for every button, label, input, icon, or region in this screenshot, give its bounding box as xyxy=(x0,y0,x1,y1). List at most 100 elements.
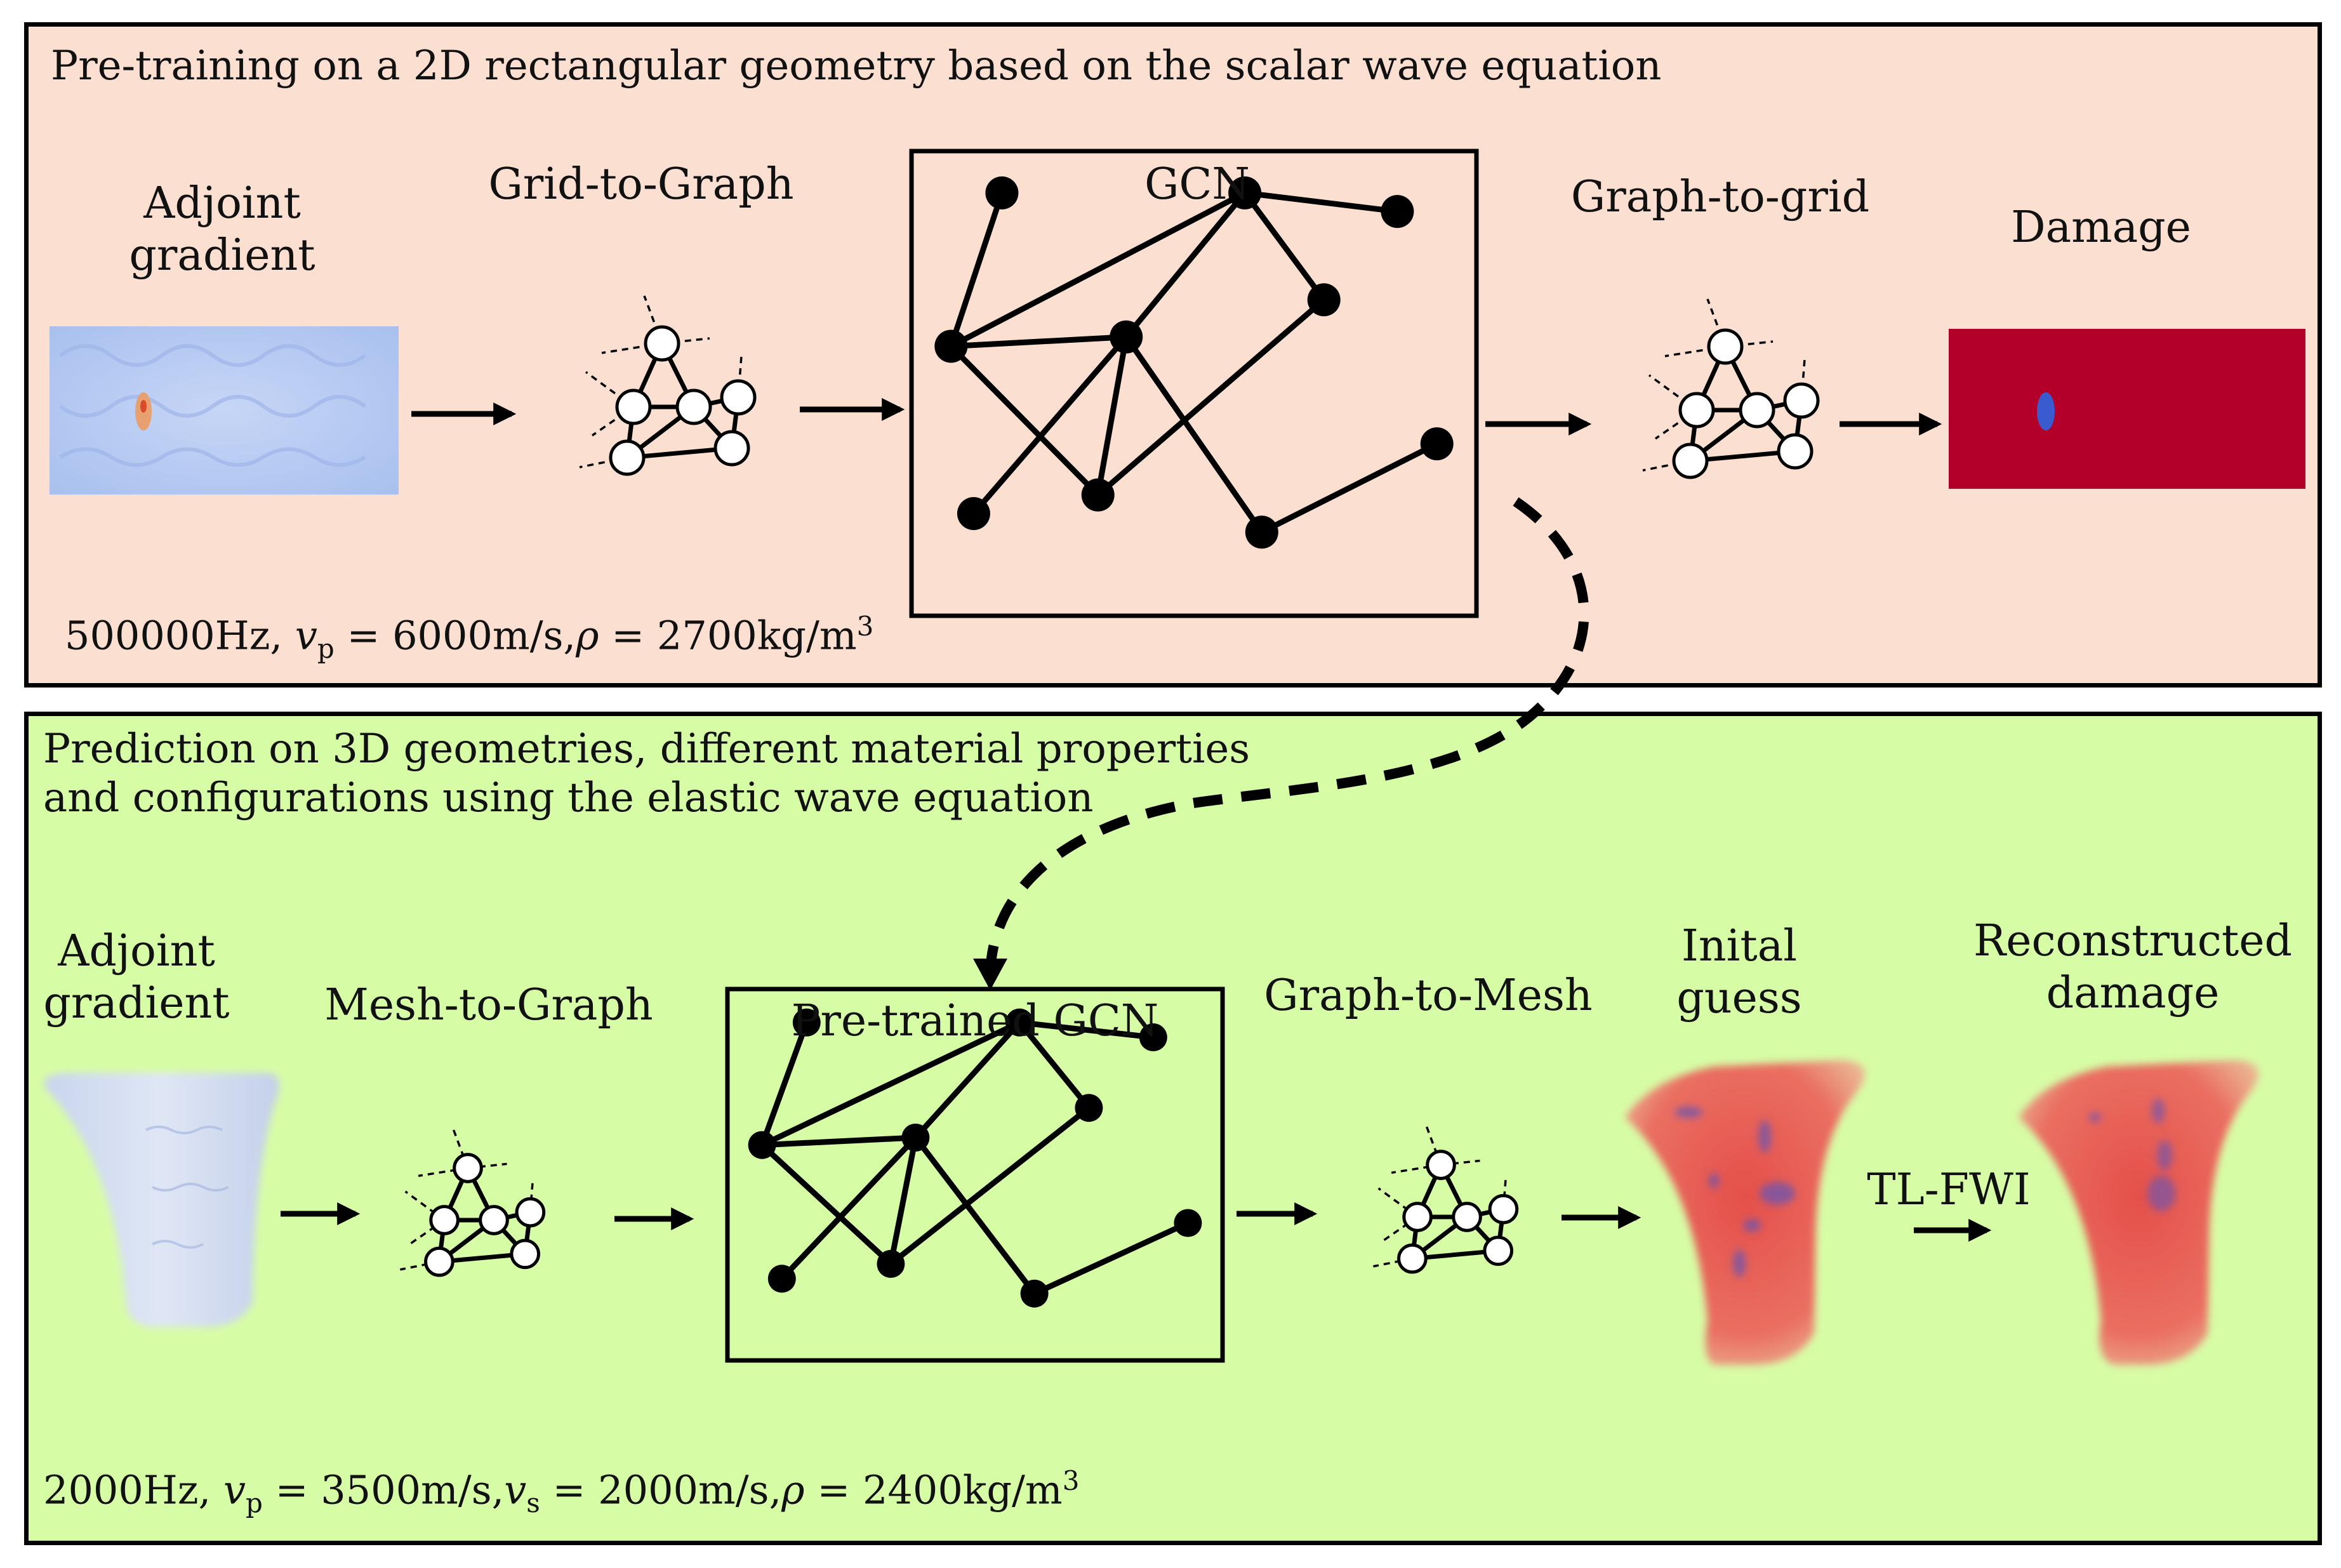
graph-node xyxy=(424,1246,454,1277)
graph-dashed-edge xyxy=(1725,340,1774,348)
adjoint-gradient-label-line1: Adjoint xyxy=(143,178,301,229)
prediction-parameters: 2000Hz, vp = 3500m/s,vs = 2000m/s,ρ = 24… xyxy=(43,1465,1079,1519)
graph-node xyxy=(713,430,750,467)
tl-fwi-label: TL-FWI xyxy=(1867,1165,2031,1215)
graph-node xyxy=(644,325,680,362)
gcn-node xyxy=(1307,283,1341,317)
graph-node xyxy=(1707,328,1744,365)
graph-node xyxy=(1452,1202,1482,1232)
gcn-edge xyxy=(948,192,1005,347)
gcn-graph xyxy=(934,176,1454,549)
vp-subscript: p xyxy=(317,633,335,665)
grid-to-graph-icon xyxy=(579,295,757,476)
gcn-edge xyxy=(1033,1220,1190,1296)
adjoint-gradient-3d-image xyxy=(44,1073,279,1327)
vp-value: = 6000m/s, xyxy=(334,612,576,659)
gcn-node xyxy=(1005,1008,1034,1037)
graph-dashed-edge xyxy=(585,371,635,408)
gcn-node xyxy=(1081,478,1115,512)
gcn-node xyxy=(748,1131,776,1159)
graph-to-mesh-icon xyxy=(1373,1125,1519,1274)
graph-node xyxy=(1488,1193,1519,1225)
gcn-node xyxy=(1110,320,1143,354)
graph-node xyxy=(1397,1243,1428,1274)
vp-subscript: p xyxy=(245,1487,263,1519)
graph-node xyxy=(1426,1150,1456,1180)
gcn-edge xyxy=(887,1137,918,1265)
gcn-node xyxy=(767,1265,796,1293)
gcn-label: GCN xyxy=(1144,159,1250,209)
reconstructed-damage-label-line1: Reconstructed xyxy=(1973,916,2292,966)
graph-node xyxy=(510,1239,541,1270)
frequency: 500000Hz, xyxy=(65,612,295,659)
graph-dashed-edge xyxy=(1383,1216,1419,1242)
graph-node xyxy=(1777,433,1814,470)
graph-node xyxy=(1402,1202,1433,1232)
gcn-edge xyxy=(1124,335,1264,534)
graph-dashed-edge xyxy=(452,1128,469,1169)
gcn-node xyxy=(1075,1094,1103,1122)
gcn-edge xyxy=(1017,1020,1091,1110)
graph-dashed-edge xyxy=(404,1190,446,1221)
pretrained-gcn-label: Pre-trained GCN xyxy=(791,996,1159,1046)
graph-dashed-edge xyxy=(1391,1164,1442,1174)
rho-value: = 2700kg/m xyxy=(599,612,857,659)
gcn-edge xyxy=(1242,191,1327,302)
gcn-node xyxy=(792,1008,821,1037)
graph-node xyxy=(1739,392,1775,429)
prediction-panel xyxy=(24,712,2322,1545)
frequency: 2000Hz, xyxy=(43,1466,223,1513)
initial-guess-label-line1: Inital xyxy=(1681,921,1798,971)
reconstructed-damage-image xyxy=(2019,1060,2258,1365)
graph-dashed-edge xyxy=(1655,409,1697,440)
pretraining-panel xyxy=(24,22,2322,688)
gcn-edge xyxy=(913,1136,1037,1296)
pretraining-parameters: 500000Hz, vp = 6000m/s,ρ = 2700kg/m3 xyxy=(65,611,873,665)
graph-dashed-edge xyxy=(661,337,710,345)
adjoint-gradient-label-line2: gradient xyxy=(129,230,315,281)
graph-dashed-edge xyxy=(1706,298,1727,347)
gcn-edge xyxy=(913,1020,1022,1140)
gcn-node xyxy=(877,1249,905,1278)
gcn-box xyxy=(909,149,1479,618)
vp-symbol: v xyxy=(295,612,317,659)
gcn-edge xyxy=(1124,191,1247,339)
gcn-edge xyxy=(760,1143,893,1266)
reconstructed-damage-label-line2: damage xyxy=(2046,967,2220,1018)
pretraining-title: Pre-training on a 2D rectangular geometr… xyxy=(51,43,1662,90)
vp-symbol: v xyxy=(223,1466,246,1513)
prediction-title-line2: and configurations using the elastic wav… xyxy=(43,774,1094,821)
mesh-to-graph-icon xyxy=(400,1128,546,1277)
graph-dashed-edge xyxy=(1425,1125,1442,1166)
gcn-node xyxy=(934,329,968,363)
graph-node xyxy=(515,1197,546,1228)
gcn-edge xyxy=(950,190,1247,349)
adjoint-gradient-label: Adjoint gradient xyxy=(95,178,349,281)
graph-node xyxy=(720,379,757,416)
gcn-edge xyxy=(971,335,1129,515)
vs-subscript: s xyxy=(526,1487,540,1519)
prediction-title: Prediction on 3D geometries, different m… xyxy=(43,725,1250,823)
initial-guess-label-line2: guess xyxy=(1676,973,1802,1023)
adjoint-gradient-2d-image xyxy=(50,326,399,495)
reconstructed-damage-label: Reconstructed damage xyxy=(1955,915,2311,1019)
rho-exponent: 3 xyxy=(1062,1465,1080,1496)
gcn-node xyxy=(1020,1279,1049,1308)
damage-2d-image xyxy=(1949,329,2305,489)
gcn-edge xyxy=(1096,297,1326,498)
gcn-node xyxy=(957,496,990,530)
grid-to-graph-label: Grid-to-Graph xyxy=(488,159,794,209)
graph-node xyxy=(429,1205,460,1235)
graph-node xyxy=(1672,442,1709,479)
gcn-edge xyxy=(1019,1020,1154,1040)
graph-node xyxy=(1483,1235,1514,1266)
graph-dashed-edge xyxy=(1664,345,1726,357)
initial-guess-image xyxy=(1625,1060,1865,1365)
graph-dashed-edge xyxy=(1377,1187,1419,1218)
graph-dashed-edge xyxy=(643,295,663,344)
rho-symbol: ρ xyxy=(576,612,599,659)
gcn-node xyxy=(901,1124,930,1152)
gcn-node xyxy=(1420,427,1454,461)
graph-node xyxy=(675,389,712,425)
